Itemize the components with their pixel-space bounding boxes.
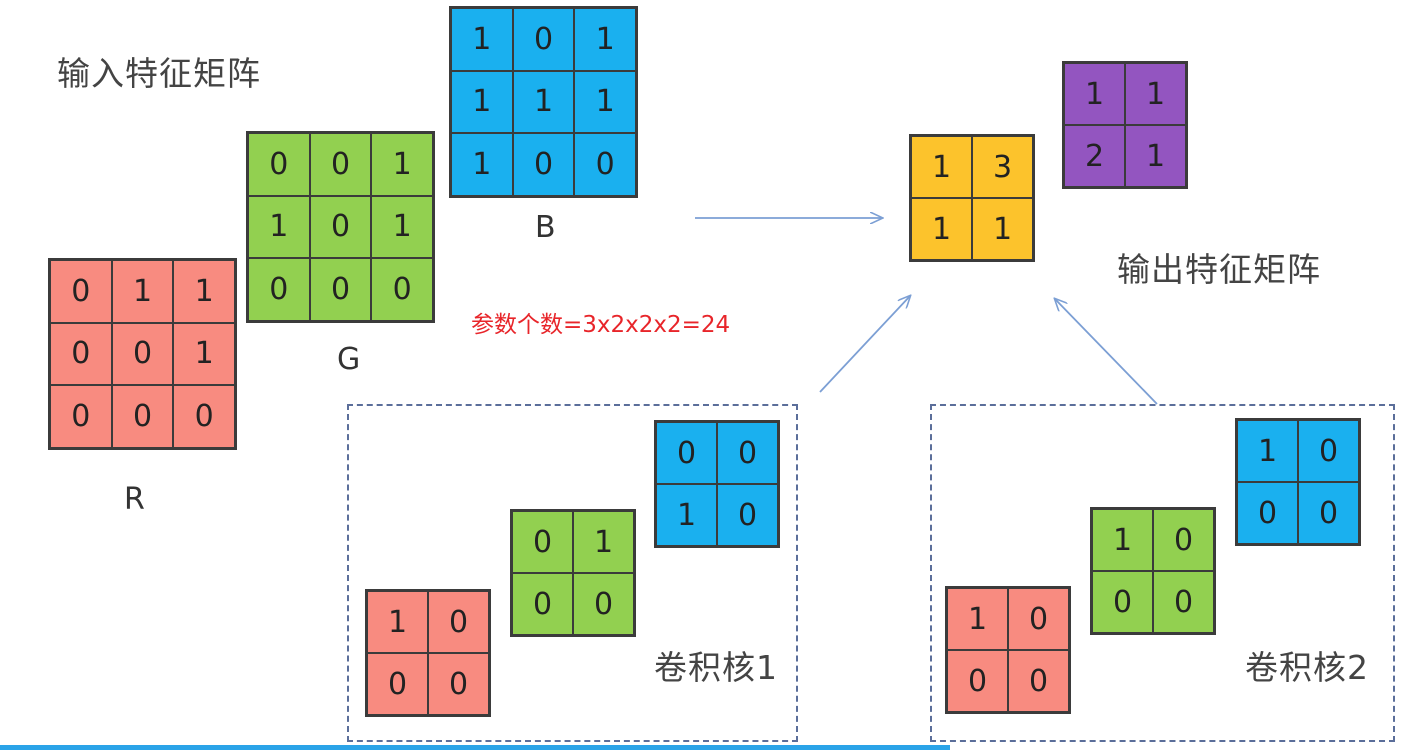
input-matrix-b-cell-0-2: 1 [574, 8, 636, 71]
kernel2-matrix-r-cell-1-1: 0 [1008, 650, 1069, 712]
kernel2-matrix-b-cell-0-1: 0 [1298, 420, 1359, 482]
input-matrix-g-cell-1-1: 0 [309, 195, 372, 259]
input-matrix-b-cell-1-2: 1 [574, 70, 636, 134]
kernel1-matrix-b-cell-0-0: 0 [656, 422, 717, 484]
input-matrix-g-cell-0-1: 0 [309, 133, 372, 196]
input-matrix-b-cell-0-1: 0 [512, 8, 575, 71]
kernel2-matrix-r-cell-0-0: 1 [947, 588, 1008, 650]
input-matrix-r-cell-0-2: 1 [173, 260, 235, 323]
input-matrix-b-cell-2-1: 0 [512, 133, 575, 196]
input-matrix-r-cell-1-0: 0 [50, 322, 112, 386]
input-matrix-r-cell-2-2: 0 [173, 385, 235, 448]
arrow-kernel2-to-output [1055, 299, 1158, 405]
input-matrix-g-cell-1-0: 1 [248, 195, 310, 259]
input-matrix-b-cell-2-2: 0 [574, 133, 636, 196]
kernel2-matrix-g-cell-1-1: 0 [1153, 571, 1214, 633]
output-feature-matrix-title: 输出特征矩阵 [1117, 250, 1321, 289]
input-label-b: B [535, 210, 556, 245]
input-matrix-r-cell-0-0: 0 [50, 260, 112, 323]
kernel1-matrix-r-cell-1-0: 0 [367, 653, 428, 715]
kernel1-matrix-b-cell-1-1: 0 [717, 484, 778, 546]
output-matrix-1-cell-1-1: 1 [972, 198, 1033, 260]
kernel1-matrix-r-cell-0-1: 0 [428, 591, 489, 653]
input-matrix-g-cell-1-2: 1 [371, 195, 433, 259]
input-matrix-r-cell-1-2: 1 [173, 322, 235, 386]
input-matrix-r-cell-2-0: 0 [50, 385, 112, 448]
input-matrix-g-cell-2-0: 0 [248, 258, 310, 321]
output-matrix-1-cell-0-0: 1 [911, 136, 972, 198]
kernel2-matrix-r-cell-1-0: 0 [947, 650, 1008, 712]
kernel1-matrix-r-cell-1-1: 0 [428, 653, 489, 715]
output-matrix-2-cell-0-0: 1 [1064, 63, 1125, 125]
bottom-progress-line [0, 745, 950, 750]
kernel1-box [347, 404, 798, 742]
kernel2-label: 卷积核2 [1245, 648, 1369, 687]
input-matrix-g-cell-2-2: 0 [371, 258, 433, 321]
output-matrix-1-cell-0-1: 3 [972, 136, 1033, 198]
input-matrix-g-cell-0-0: 0 [248, 133, 310, 196]
kernel2-matrix-b-cell-1-1: 0 [1298, 482, 1359, 544]
input-matrix-b-cell-2-0: 1 [451, 133, 513, 196]
output-matrix-2-cell-1-0: 2 [1064, 125, 1125, 187]
input-matrix-b-cell-0-0: 1 [451, 8, 513, 71]
input-matrix-r-cell-0-1: 1 [111, 260, 174, 323]
kernel2-matrix-g-cell-1-0: 0 [1092, 571, 1153, 633]
kernel1-matrix-g-cell-0-1: 1 [573, 511, 634, 573]
kernel1-matrix-g-cell-0-0: 0 [512, 511, 573, 573]
input-feature-matrix-title: 输入特征矩阵 [57, 54, 261, 93]
kernel1-matrix-b-cell-1-0: 1 [656, 484, 717, 546]
kernel2-matrix-b-cell-1-0: 0 [1237, 482, 1298, 544]
input-label-g: G [337, 342, 361, 377]
input-matrix-b-cell-1-1: 1 [512, 70, 575, 134]
input-matrix-g-cell-2-1: 0 [309, 258, 372, 321]
input-matrix-r-cell-1-1: 0 [111, 322, 174, 386]
kernel2-matrix-b-cell-0-0: 1 [1237, 420, 1298, 482]
kernel1-matrix-r-cell-0-0: 1 [367, 591, 428, 653]
output-matrix-1-cell-1-0: 1 [911, 198, 972, 260]
arrow-kernel1-to-output [819, 296, 910, 393]
kernel1-matrix-g-cell-1-1: 0 [573, 573, 634, 635]
kernel1-label: 卷积核1 [654, 648, 778, 687]
parameter-count-text: 参数个数=3x2x2x2=24 [471, 312, 731, 338]
kernel2-matrix-r-cell-0-1: 0 [1008, 588, 1069, 650]
kernel2-matrix-g-cell-0-1: 0 [1153, 509, 1214, 571]
input-matrix-b-cell-1-0: 1 [451, 70, 513, 134]
output-matrix-2-cell-1-1: 1 [1125, 125, 1186, 187]
input-matrix-r-cell-2-1: 0 [111, 385, 174, 448]
input-label-r: R [124, 482, 145, 517]
kernel2-box [930, 404, 1395, 742]
input-matrix-g-cell-0-2: 1 [371, 133, 433, 196]
kernel1-matrix-b-cell-0-1: 0 [717, 422, 778, 484]
kernel1-matrix-g-cell-1-0: 0 [512, 573, 573, 635]
output-matrix-2-cell-0-1: 1 [1125, 63, 1186, 125]
kernel2-matrix-g-cell-0-0: 1 [1092, 509, 1153, 571]
